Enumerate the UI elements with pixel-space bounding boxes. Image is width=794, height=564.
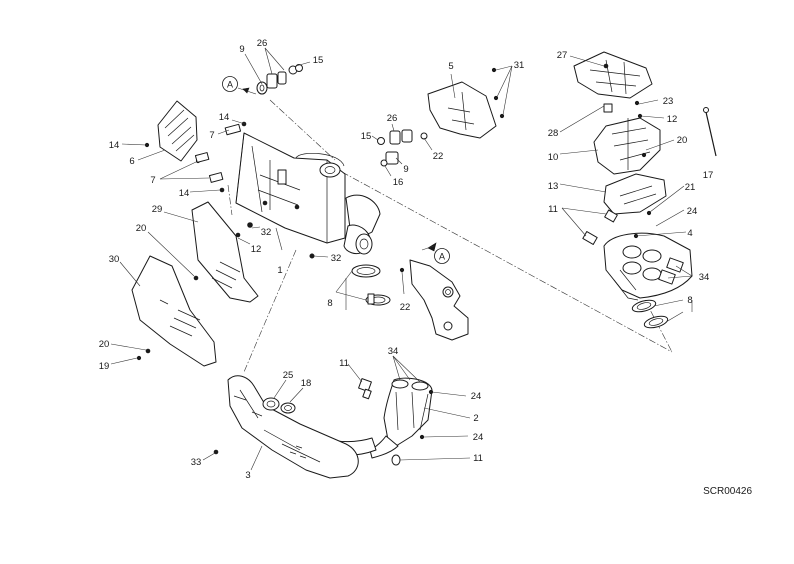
callout-14-lower: 14 — [179, 188, 190, 199]
callout-15-middle: 15 — [361, 131, 372, 142]
callouts: 9 26 15 14 7 14 6 7 14 29 20 32 12 1 32 … — [99, 38, 714, 481]
rear-bracket-27 — [573, 51, 653, 99]
callout-1: 1 — [277, 265, 282, 276]
callout-24-lower-b: 24 — [473, 432, 484, 443]
callout-29: 29 — [152, 204, 163, 215]
callout-9-middle: 9 — [403, 164, 408, 175]
heat-shield-6 — [144, 100, 201, 164]
ref-marker-a-middle: A — [421, 242, 450, 264]
callout-8-middle: 8 — [327, 298, 332, 309]
callout-34-right: 34 — [699, 272, 710, 283]
callout-21: 21 — [685, 182, 696, 193]
ref-marker-a-upper: A — [222, 76, 257, 95]
callout-27: 27 — [557, 50, 568, 61]
callout-4: 4 — [687, 228, 692, 239]
clamps-8-right — [631, 299, 669, 329]
callout-16: 16 — [393, 177, 404, 188]
silencer-3 — [213, 375, 359, 479]
silencer-box-1 — [235, 132, 381, 255]
callout-28: 28 — [548, 128, 559, 139]
callout-32-lower: 32 — [331, 253, 342, 264]
clamps-25-18 — [262, 397, 296, 414]
callout-31: 31 — [514, 60, 525, 71]
callout-33: 33 — [191, 457, 202, 468]
heat-shield-30 — [131, 255, 217, 367]
svg-text:A: A — [227, 80, 233, 90]
callout-6: 6 — [129, 156, 134, 167]
callout-24-right: 24 — [687, 206, 698, 217]
callout-12-left: 12 — [251, 244, 262, 255]
callout-24-lower-a: 24 — [471, 391, 482, 402]
callout-20-left: 20 — [136, 223, 147, 234]
callout-7-left: 7 — [150, 175, 155, 186]
drawing-code: SCR00426 — [703, 486, 752, 497]
callout-3: 3 — [245, 470, 250, 481]
bolts-14 — [219, 121, 247, 193]
callout-5: 5 — [448, 61, 453, 72]
bracket-10 — [593, 100, 661, 175]
callout-34-lower: 34 — [388, 346, 399, 357]
callout-26-middle: 26 — [387, 113, 398, 124]
callout-25: 25 — [283, 370, 294, 381]
clips-7 — [194, 123, 242, 183]
callout-13: 13 — [548, 181, 559, 192]
clamps-8-middle — [351, 264, 391, 306]
callout-22-lower: 22 — [400, 302, 411, 313]
callout-20-right: 20 — [677, 135, 688, 146]
bracket-5 — [427, 67, 505, 139]
mounting-bracket — [399, 259, 469, 341]
leader-lines — [110, 47, 693, 471]
callout-17: 17 — [703, 170, 714, 181]
callout-2: 2 — [473, 413, 478, 424]
callout-8-right: 8 — [687, 295, 692, 306]
callout-22-upper: 22 — [433, 151, 444, 162]
manifold-4 — [603, 232, 693, 301]
callout-18: 18 — [301, 378, 312, 389]
callout-20-lower: 20 — [99, 339, 110, 350]
callout-11-lower: 11 — [339, 358, 349, 369]
callout-12-right: 12 — [667, 114, 678, 125]
callout-26-upper: 26 — [257, 38, 268, 49]
callout-32-upper: 32 — [261, 227, 272, 238]
callout-7-top: 7 — [209, 130, 214, 141]
callout-14-top: 14 — [219, 112, 230, 123]
headers-2 — [369, 377, 434, 466]
callout-15-upper: 15 — [313, 55, 324, 66]
heat-shield-13 — [603, 173, 667, 216]
lambda-sensor-11-lower — [358, 378, 372, 400]
cable-tie-17 — [703, 107, 717, 157]
callout-11-bottom: 11 — [473, 453, 483, 464]
callout-9-upper: 9 — [239, 44, 244, 55]
svg-text:A: A — [439, 252, 445, 262]
callout-10: 10 — [548, 152, 559, 163]
callout-23: 23 — [663, 96, 674, 107]
callout-30: 30 — [109, 254, 120, 265]
callout-14-left: 14 — [109, 140, 120, 151]
heat-shield-29 — [191, 201, 259, 303]
fasteners-32-12 — [235, 222, 315, 259]
mount-hardware-upper — [256, 64, 303, 95]
callout-19: 19 — [99, 361, 110, 372]
mount-hardware-middle — [377, 129, 428, 167]
callout-11-right: 11 — [548, 204, 558, 215]
